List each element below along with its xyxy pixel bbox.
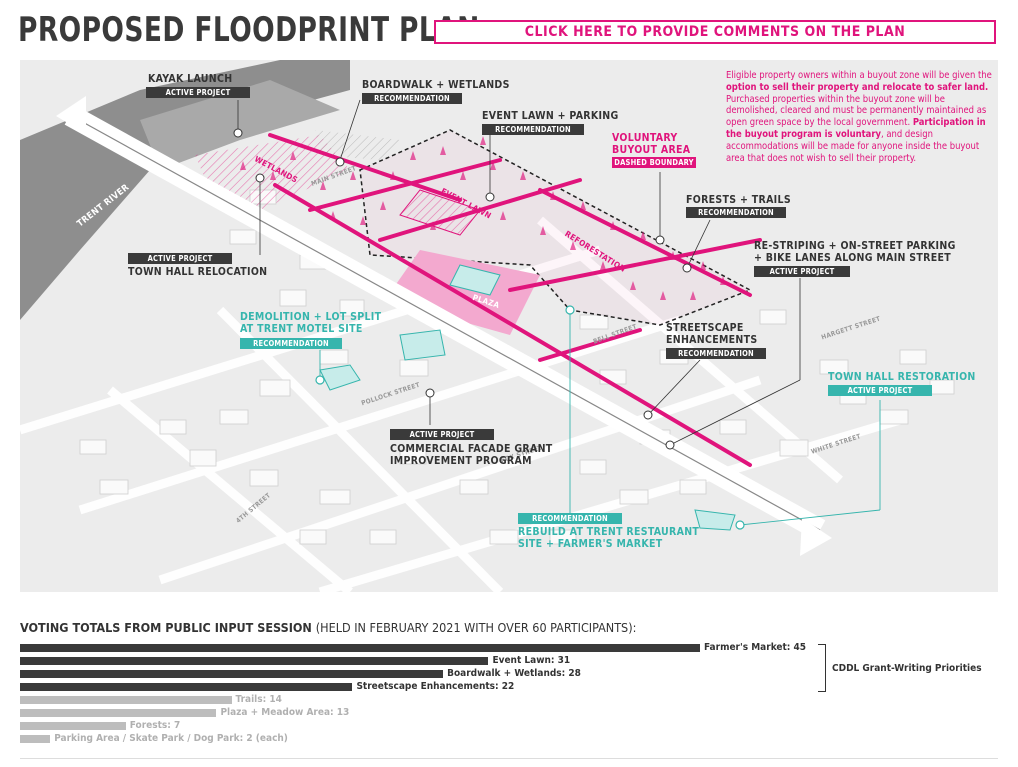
vote-bar — [20, 670, 444, 678]
vote-bar-label: Boardwalk + Wetlands: 28 — [447, 668, 581, 679]
rebuild-tag: RECOMMENDATION — [518, 513, 622, 524]
buyout-note: Eligible property owners within a buyout… — [726, 70, 992, 164]
streetscape-title-1: STREETSCAPE — [666, 322, 744, 334]
town-hall-reloc-title: TOWN HALL RELOCATION — [128, 266, 268, 278]
forests-trails-title: FORESTS + TRAILS — [686, 194, 791, 206]
facade-tag: ACTIVE PROJECT — [390, 429, 494, 440]
demolition-title-1: DEMOLITION + LOT SPLIT — [240, 311, 382, 323]
page-title: PROPOSED FLOODPRINT PLAN — [18, 10, 480, 50]
restriping-title-1: RE-STRIPING + ON-STREET PARKING — [754, 240, 956, 252]
vote-bar-label: Farmer's Market: 45 — [704, 642, 807, 653]
trent-motel-site — [319, 364, 361, 391]
town-hall-rest-tag: ACTIVE PROJECT — [828, 385, 932, 396]
event-lawn-tag: RECOMMENDATION — [482, 124, 584, 135]
demolition-title-2: AT TRENT MOTEL SITE — [240, 323, 363, 335]
vote-bar — [20, 683, 353, 691]
boardwalk-title: BOARDWALK + WETLANDS — [362, 79, 510, 91]
vote-bar — [20, 644, 700, 652]
restaurant-site — [399, 329, 446, 361]
boardwalk-area — [315, 130, 400, 160]
kayak-launch-title: KAYAK LAUNCH — [148, 73, 233, 85]
vote-bar-label: Forests: 7 — [129, 720, 181, 731]
vote-bar — [20, 696, 232, 704]
forests-trails-tag: RECOMMENDATION — [686, 207, 786, 218]
leader-lines — [237, 99, 801, 446]
plaza-building — [449, 264, 501, 296]
vote-bar — [20, 657, 489, 665]
town-hall-restoration-site — [694, 509, 736, 531]
vote-bar-label: Trails: 14 — [235, 694, 282, 705]
kayak-launch-tag: ACTIVE PROJECT — [146, 87, 250, 98]
voting-totals-title: VOTING TOTALS FROM PUBLIC INPUT SESSION … — [20, 620, 637, 635]
vote-bar-label: Parking Area / Skate Park / Dog Park: 2 … — [54, 733, 288, 744]
vote-bar-label: Streetscape Enhancements: 22 — [356, 681, 515, 692]
facade-title-1: COMMERCIAL FACADE GRANT — [390, 443, 553, 455]
streetscape-title-2: ENHANCEMENTS — [666, 334, 758, 346]
restriping-tag: ACTIVE PROJECT — [754, 266, 850, 277]
main-street — [56, 96, 832, 556]
event-lawn-area — [399, 189, 481, 236]
rebuild-title-1: REBUILD AT TRENT RESTAURANT — [518, 526, 700, 538]
vote-bar-label: Event Lawn: 31 — [492, 655, 571, 666]
floodprint-map: TRENT RIVER WETLANDS EVENT LAWN PLAZA RE… — [20, 60, 998, 592]
buyout-title-2: BUYOUT AREA — [612, 144, 691, 156]
priorities-bracket — [818, 644, 826, 692]
rebuild-title-2: SITE + FARMER'S MARKET — [518, 538, 663, 550]
restriping-title-2: + BIKE LANES ALONG MAIN STREET — [754, 252, 951, 264]
buyout-tag: DASHED BOUNDARY — [612, 157, 696, 168]
town-hall-rest-title: TOWN HALL RESTORATION — [828, 371, 976, 383]
town-hall-reloc-tag: ACTIVE PROJECT — [128, 253, 232, 264]
riverbank — [140, 80, 340, 170]
vote-bar — [20, 709, 217, 717]
streetscape-tag: RECOMMENDATION — [666, 348, 766, 359]
buyout-title-1: VOLUNTARY — [612, 132, 678, 144]
callout-markers — [233, 128, 692, 450]
map-illustration — [20, 60, 955, 592]
priorities-label: CDDL Grant-Writing Priorities — [832, 663, 982, 674]
vote-bar — [20, 722, 126, 730]
boardwalk-tag: RECOMMENDATION — [362, 93, 462, 104]
vote-bar — [20, 735, 51, 743]
vote-bar-label: Plaza + Meadow Area: 13 — [220, 707, 350, 718]
facade-title-2: IMPROVEMENT PROGRAM — [390, 455, 532, 467]
provide-comments-button[interactable]: CLICK HERE TO PROVIDE COMMENTS ON THE PL… — [434, 20, 996, 44]
demolition-tag: RECOMMENDATION — [240, 338, 342, 349]
bottom-divider — [20, 758, 998, 759]
buildings — [79, 189, 955, 545]
event-lawn-title: EVENT LAWN + PARKING — [482, 110, 619, 122]
